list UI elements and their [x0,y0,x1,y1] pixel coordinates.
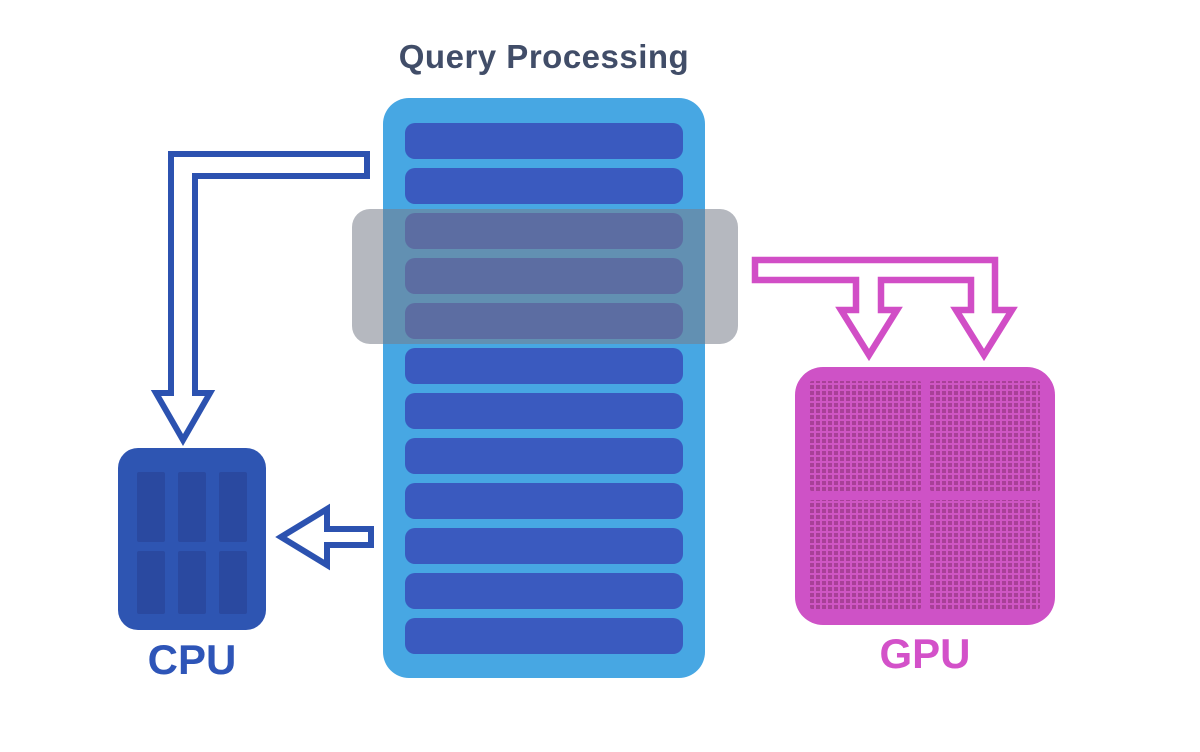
pipeline-bar [405,168,683,204]
left-arrow-icon [275,503,374,571]
pipeline-bar [405,528,683,564]
pipeline-bar [405,483,683,519]
gpu-core-quadrant [810,381,921,491]
cpu-label: CPU [147,636,237,683]
page-title: Query Processing [398,38,690,75]
gpu-label: GPU [879,630,971,677]
pipeline-bars [405,123,683,663]
pipeline-bar [405,573,683,609]
query-pipeline-column [383,98,705,678]
pipeline-bar [405,393,683,429]
elbow-down-arrow-icon [150,151,370,447]
gpu-chip [795,367,1055,625]
cpu-core [178,550,206,614]
cpu-chip [118,448,266,630]
cpu-core [137,550,165,614]
cpu-core [178,472,206,542]
gpu-core-quadrant [929,381,1040,491]
gpu-core-quadrant [929,499,1040,609]
cpu-core [137,472,165,542]
pipeline-highlight-band [352,209,738,344]
pipeline-bar [405,123,683,159]
pipeline-bar [405,438,683,474]
double-down-arrow-icon [751,256,1018,362]
cpu-core [219,472,247,542]
pipeline-bar [405,348,683,384]
pipeline-bar [405,618,683,654]
cpu-core [219,550,247,614]
gpu-core-quadrant [810,499,921,609]
